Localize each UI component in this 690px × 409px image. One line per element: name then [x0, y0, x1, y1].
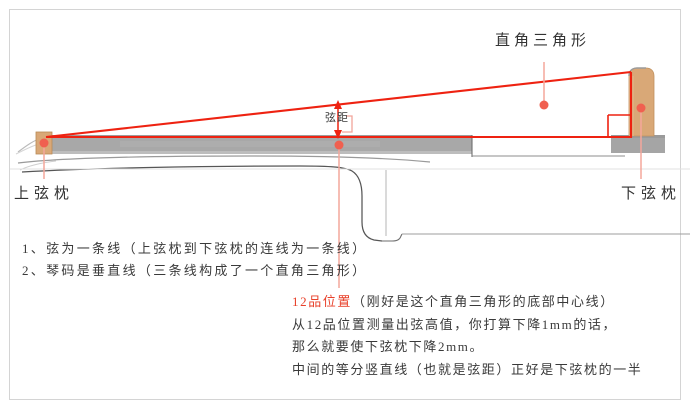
- callout-group: [39, 62, 646, 288]
- fretboard-highlight: [120, 141, 380, 147]
- string-gap-measure-group: [334, 100, 353, 139]
- fretboard-bottom-shade: [42, 151, 472, 154]
- bridge-base-group: [611, 135, 665, 153]
- fretboard-group: [42, 135, 625, 157]
- heel-step: [382, 233, 403, 242]
- explanation-line-4: 中间的等分竖直线（也就是弦距）正好是下弦枕的一半: [292, 361, 643, 377]
- explanation-line-1: 12品位置（刚好是这个直角三角形的底部中心线）: [292, 291, 642, 314]
- explanation-line-3: 那么就要使下弦枕下降2mm。: [292, 339, 485, 354]
- note-line-1: 1、弦为一条线（上弦枕到下弦枕的连线为一条线）: [22, 241, 368, 256]
- upper-nut-dot: [39, 138, 49, 148]
- explanation-line-2: 从12品位置测量出弦高值，你打算下降1mm的话，: [292, 316, 618, 332]
- lower-nut-top-edge: [628, 67, 646, 77]
- gap-arrow-head-down: [334, 130, 342, 139]
- explanation-line-1-rest: （刚好是这个直角三角形的底部中心线）: [352, 294, 615, 309]
- bridge-base-top-shade: [611, 135, 665, 138]
- explanation-block: 12品位置（刚好是这个直角三角形的底部中心线） 从12品位置测量出弦高值，你打算…: [292, 291, 642, 381]
- guitar-outline-group: [10, 136, 690, 242]
- upper-nut-label: 上弦枕: [14, 186, 75, 202]
- lower-nut-dot: [636, 103, 646, 113]
- gap-arrow-head-up: [334, 100, 342, 109]
- string-gap-label: 弦距: [325, 112, 349, 124]
- right-angle-marker: [607, 114, 631, 137]
- bridge-base: [611, 135, 665, 153]
- lower-nut-label: 下弦枕: [621, 186, 682, 202]
- neck-bottom-and-heel: [21, 165, 383, 242]
- notes-block: 1、弦为一条线（上弦枕到下弦枕的连线为一条线） 2、琴码是垂直线（三条线构成了一…: [22, 238, 367, 282]
- note-line-2: 2、琴码是垂直线（三条线构成了一个直角三角形）: [22, 263, 368, 278]
- gap-right-angle-tick: [342, 115, 353, 133]
- right-triangle-label: 直角三角形: [495, 33, 591, 49]
- twelfth-fret-position-highlight: 12品位置: [292, 294, 352, 309]
- neck-underside-top: [17, 155, 431, 164]
- triangle-label-dot: [539, 100, 549, 110]
- twelfth-fret-dot: [334, 140, 344, 150]
